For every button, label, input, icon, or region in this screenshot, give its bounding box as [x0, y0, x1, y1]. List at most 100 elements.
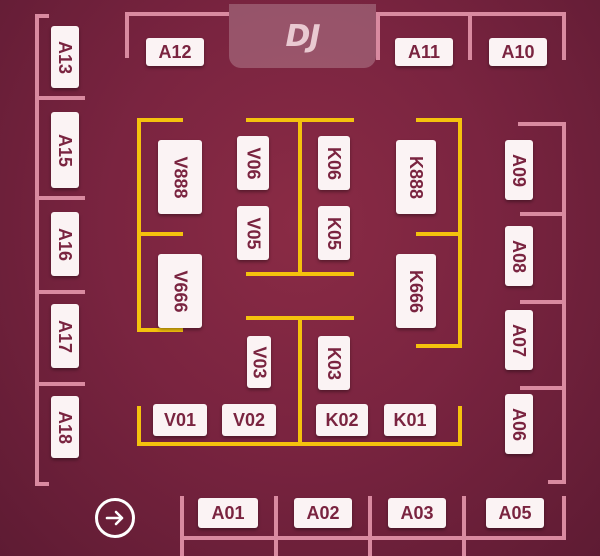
table-v05[interactable]: V05 [237, 206, 269, 260]
table-a10[interactable]: A10 [489, 38, 547, 66]
table-label: A18 [55, 410, 76, 444]
table-a16[interactable]: A16 [51, 212, 79, 276]
table-label: V666 [170, 269, 191, 313]
table-label: A17 [55, 319, 76, 353]
table-a07[interactable]: A07 [505, 310, 533, 370]
stage-line [137, 232, 183, 236]
frame-line [520, 386, 566, 390]
table-label: A03 [400, 502, 434, 523]
frame-line [35, 96, 85, 100]
frame-line [274, 496, 278, 556]
table-label: V02 [232, 409, 266, 430]
table-label: V01 [163, 409, 197, 430]
table-label: A06 [509, 407, 530, 441]
frame-line [180, 496, 184, 556]
frame-line [125, 12, 129, 58]
stage-line [137, 442, 462, 446]
stage-line [137, 328, 183, 332]
table-a13[interactable]: A13 [51, 26, 79, 88]
stage-line [137, 118, 141, 332]
frame-line [35, 14, 49, 18]
table-k05[interactable]: K05 [318, 206, 350, 260]
table-v06[interactable]: V06 [237, 136, 269, 190]
table-a08[interactable]: A08 [505, 226, 533, 286]
table-k03[interactable]: K03 [318, 336, 350, 390]
frame-line [180, 536, 566, 540]
table-label: A10 [501, 41, 535, 62]
stage-line [458, 406, 462, 446]
stage-line [298, 316, 302, 446]
table-label: A12 [158, 41, 192, 62]
stage-line [137, 406, 141, 446]
table-label: A02 [306, 502, 340, 523]
frame-line [562, 496, 566, 540]
frame-line [518, 122, 566, 126]
table-k02[interactable]: K02 [316, 404, 368, 436]
table-label: K01 [393, 409, 427, 430]
frame-line [368, 496, 372, 556]
frame-line [520, 300, 566, 304]
table-k06[interactable]: K06 [318, 136, 350, 190]
table-label: V888 [170, 155, 191, 199]
table-label: A07 [509, 323, 530, 357]
stage-line [416, 232, 462, 236]
frame-line [35, 14, 39, 486]
table-label: K02 [325, 409, 359, 430]
table-k888[interactable]: K888 [396, 140, 436, 214]
dj-booth: DJ [229, 4, 376, 68]
table-label: K03 [324, 346, 345, 380]
frame-line [462, 496, 466, 556]
table-a15[interactable]: A15 [51, 112, 79, 188]
frame-line [548, 480, 566, 484]
table-a05[interactable]: A05 [486, 498, 544, 528]
stage-line [416, 118, 462, 122]
frame-line [125, 12, 229, 16]
table-label: V05 [243, 216, 264, 250]
table-a02[interactable]: A02 [294, 498, 352, 528]
table-a17[interactable]: A17 [51, 304, 79, 368]
table-label: A01 [211, 502, 245, 523]
stage-line [137, 118, 183, 122]
table-a18[interactable]: A18 [51, 396, 79, 458]
stage-line [298, 118, 302, 276]
table-k666[interactable]: K666 [396, 254, 436, 328]
frame-line [376, 12, 380, 60]
table-a03[interactable]: A03 [388, 498, 446, 528]
table-label: A11 [407, 41, 441, 62]
table-v03[interactable]: V03 [247, 336, 271, 388]
table-k01[interactable]: K01 [384, 404, 436, 436]
table-a12[interactable]: A12 [146, 38, 204, 66]
table-label: V03 [249, 345, 270, 379]
frame-line [520, 212, 566, 216]
table-a06[interactable]: A06 [505, 394, 533, 454]
table-label: A16 [55, 227, 76, 261]
table-label: K05 [324, 216, 345, 250]
table-label: K888 [406, 155, 427, 199]
frame-line [35, 482, 49, 486]
stage-line [246, 272, 354, 276]
table-label: V06 [243, 146, 264, 180]
table-a09[interactable]: A09 [505, 140, 533, 200]
table-label: A13 [55, 40, 76, 74]
dj-label: DJ [285, 18, 320, 54]
table-a01[interactable]: A01 [198, 498, 258, 528]
stage-line [416, 344, 462, 348]
frame-line [35, 382, 85, 386]
table-label: A08 [509, 239, 530, 273]
table-label: K06 [324, 146, 345, 180]
table-label: A09 [509, 153, 530, 187]
frame-line [468, 12, 472, 60]
table-a11[interactable]: A11 [395, 38, 453, 66]
table-v01[interactable]: V01 [153, 404, 207, 436]
frame-line [35, 290, 85, 294]
table-v666[interactable]: V666 [158, 254, 202, 328]
next-button[interactable] [95, 498, 135, 538]
arrow-right-circle-icon [105, 510, 124, 526]
frame-line [35, 196, 85, 200]
table-label: A05 [498, 502, 532, 523]
table-v02[interactable]: V02 [222, 404, 276, 436]
table-label: A15 [55, 133, 76, 167]
table-v888[interactable]: V888 [158, 140, 202, 214]
table-label: K666 [406, 269, 427, 313]
